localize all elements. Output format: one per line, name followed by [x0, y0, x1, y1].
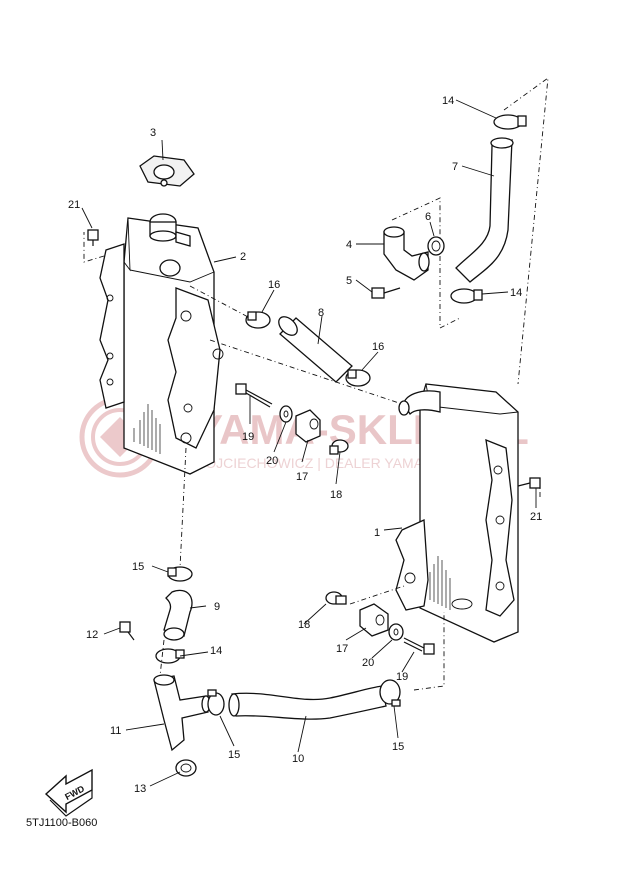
callout-14-top: 14	[442, 95, 454, 107]
washer-20-left	[279, 405, 293, 423]
leader-lines	[81, 99, 537, 787]
left-radiator	[99, 213, 224, 475]
bolt-12	[119, 621, 135, 641]
callout-18-right: 18	[298, 619, 310, 631]
elbow-4	[383, 226, 430, 281]
washer-20-right	[388, 623, 404, 641]
callout-19-left: 19	[242, 431, 254, 443]
callout-4: 4	[346, 239, 352, 251]
callout-19-right: 19	[396, 671, 408, 683]
callout-3: 3	[150, 127, 156, 139]
callout-15-upper: 15	[132, 561, 144, 573]
routing-lines	[83, 77, 549, 691]
collar-18-left	[329, 439, 349, 455]
callout-17-left: 17	[296, 471, 308, 483]
grommet-17-right	[359, 603, 389, 637]
pipe-8	[278, 316, 353, 383]
watermark-subtitle: WOJCIECHOWICZ | DEALER YAMAHA	[192, 455, 443, 471]
clamp-14-mid	[450, 288, 483, 304]
clamp-16-b	[345, 369, 371, 387]
callout-20-left: 20	[266, 455, 278, 467]
hose-9	[163, 589, 193, 641]
o-ring-6	[427, 236, 445, 256]
callout-13: 13	[134, 783, 146, 795]
radiator-cap	[139, 155, 195, 187]
callout-17-right: 17	[336, 643, 348, 655]
callout-21-left: 21	[68, 199, 80, 211]
callout-labels: 1 2 3 4 5 6 7 8 9 10 11 12 13 14 14 14 1…	[68, 95, 542, 795]
diagram-code: 5TJ1100-B060	[26, 817, 97, 829]
clamp-14-lower	[155, 648, 185, 664]
callout-9: 9	[214, 601, 220, 613]
bolt-21-right	[517, 477, 541, 489]
callout-2: 2	[240, 251, 246, 263]
bolt-19-left	[235, 383, 273, 408]
fwd-arrow-icon: FWD	[44, 768, 93, 817]
callout-5: 5	[346, 275, 352, 287]
callout-15-lower-left: 15	[228, 749, 240, 761]
callout-18-left: 18	[330, 489, 342, 501]
callout-15-lower-right: 15	[392, 741, 404, 753]
callout-21-right: 21	[530, 511, 542, 523]
callout-12: 12	[86, 629, 98, 641]
callout-11: 11	[110, 725, 121, 737]
o-ring-13	[175, 759, 197, 777]
hose-7	[455, 137, 514, 283]
callout-14-mid: 14	[510, 287, 522, 299]
collar-18-right	[325, 591, 347, 605]
right-radiator	[395, 383, 519, 643]
bolt-21-left	[87, 229, 99, 246]
hose-10	[228, 685, 387, 720]
grommet-17-left	[295, 409, 321, 443]
callout-1: 1	[374, 527, 380, 539]
clamp-14-top	[493, 114, 527, 130]
callout-16-a: 16	[268, 279, 280, 291]
bolt-19-right	[403, 637, 435, 655]
callout-16-b: 16	[372, 341, 384, 353]
pipe-11	[153, 674, 211, 752]
callout-8: 8	[318, 307, 324, 319]
callout-10: 10	[292, 753, 304, 765]
clamp-16-a	[245, 311, 271, 329]
callout-14-lower: 14	[210, 645, 222, 657]
callout-7: 7	[452, 161, 458, 173]
clamp-15-lower-right	[379, 679, 401, 707]
callout-6: 6	[425, 211, 431, 223]
callout-20-right: 20	[362, 657, 374, 669]
clamp-15-lower-left	[207, 689, 225, 716]
clamp-15-upper	[167, 566, 193, 582]
bolt-5	[371, 287, 401, 299]
